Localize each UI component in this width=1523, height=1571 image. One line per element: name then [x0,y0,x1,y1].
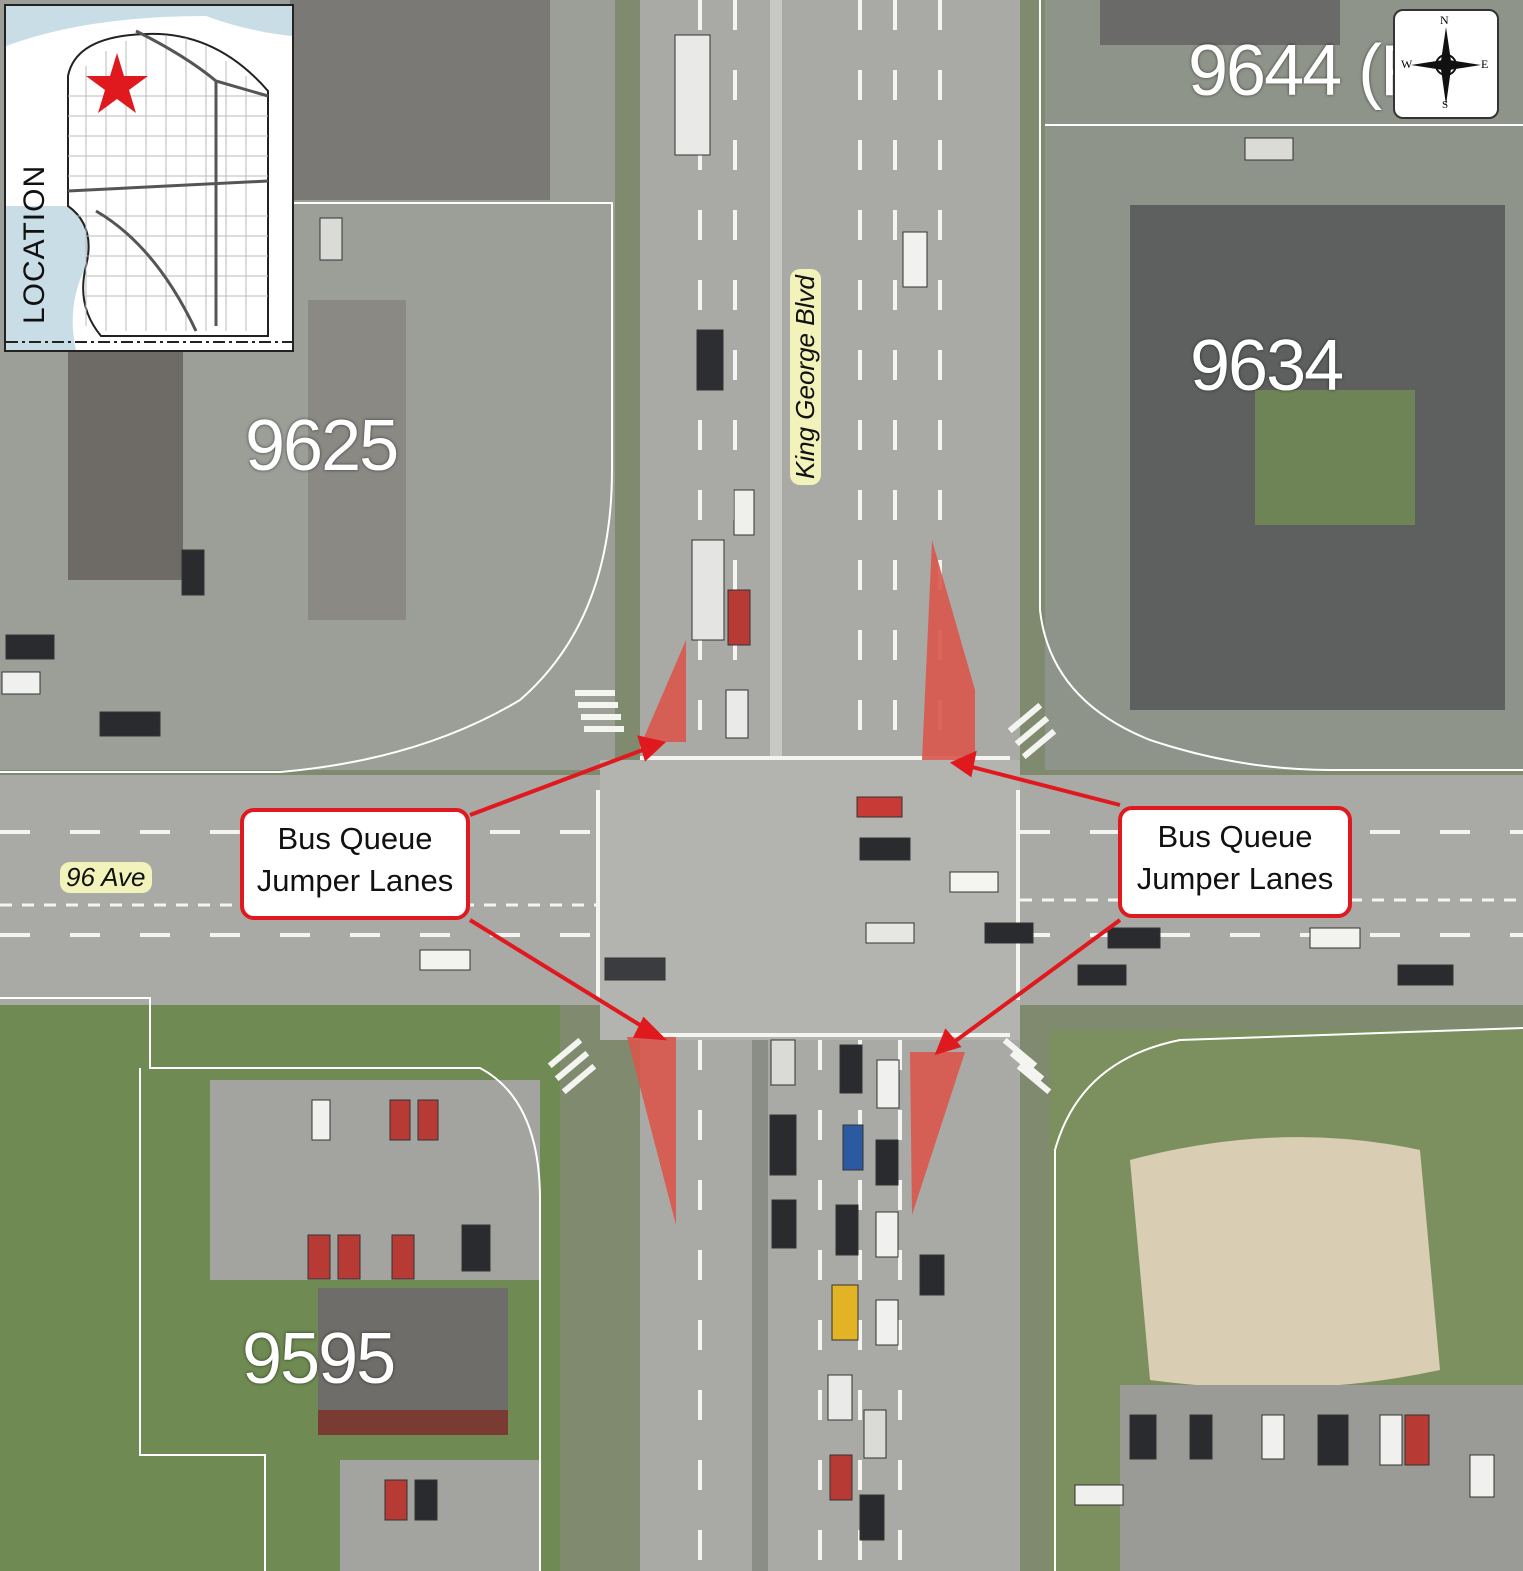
lot-number-9634: 9634 [1190,326,1344,406]
building-sw [318,1288,508,1428]
building-nw-1 [68,345,183,580]
bus-lanes [627,540,975,1225]
parking-se [1120,1385,1523,1571]
bus-lane-nw [642,640,686,742]
vehicles [1,34,1495,1541]
lot-number-9595: 9595 [242,1319,396,1399]
callout-left-line2: Jumper Lanes [256,863,454,898]
inset-label: LOCATION [18,164,51,324]
building-ne-top [1100,0,1340,45]
sand-lot [1130,1137,1440,1388]
bus-lane-se [910,1052,965,1215]
parking-sw-lower [340,1460,540,1571]
street-label-king-george: King George Blvd [790,269,821,485]
callout-bus-queue-right: Bus Queue Jumper Lanes [1118,806,1352,918]
bus-lane-ne [922,540,975,760]
callout-left-line1: Bus Queue [277,821,433,856]
compass-e: E [1481,57,1489,71]
building-nw-2 [308,300,406,620]
median-s [752,1040,768,1571]
callout-bus-queue-left: Bus Queue Jumper Lanes [240,808,470,920]
intersection [600,760,1020,1040]
callout-right-line2: Jumper Lanes [1136,861,1334,896]
location-star-icon [86,53,148,113]
inset-map [6,6,292,350]
lot-number-9644: 9644 (F [1188,31,1424,111]
building-sw-roof [318,1410,508,1435]
compass-w: W [1401,57,1413,71]
median [770,0,782,760]
compass-icon [1411,27,1481,105]
callout-arrows [468,735,1122,1056]
inset-water [6,6,292,46]
street-label-96-ave: 96 Ave [60,862,152,893]
crosswalks [547,690,1057,1095]
compass-s: S [1442,99,1449,111]
compass-rose: N S W E [1393,9,1499,119]
location-inset: LOCATION [4,4,294,352]
bus-lane-sw [627,1037,676,1225]
courtyard-ne [1255,390,1415,525]
callout-right-line1: Bus Queue [1157,819,1313,854]
compass-n: N [1440,13,1449,27]
lot-number-9625: 9625 [245,406,399,486]
building-nw-3 [290,0,550,200]
